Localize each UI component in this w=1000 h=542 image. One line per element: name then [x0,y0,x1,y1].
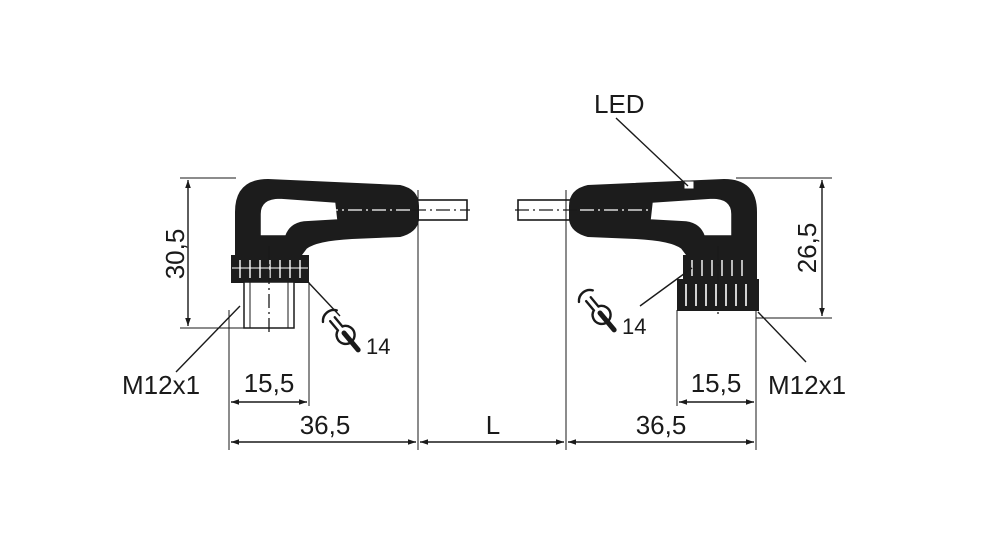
height-right-label: 26,5 [792,223,822,274]
cable-length-label: L [486,410,500,440]
right-sleeve-knurl [685,284,747,306]
led-label: LED [594,89,645,119]
right-connector [515,178,759,318]
dimension-lines [175,117,832,450]
nut-width-left-label: 15,5 [244,368,295,398]
height-left-label: 30,5 [160,229,190,280]
thread-right-label: M12x1 [768,370,846,400]
wrench-size-left: 14 [366,334,390,359]
left-nut-knurl [232,260,308,278]
length-right-label: 36,5 [636,410,687,440]
thread-left-label: M12x1 [122,370,200,400]
left-connector [231,178,470,336]
nut-width-right-label: 15,5 [691,368,742,398]
led-window [683,180,695,190]
right-nut-knurl [691,260,743,276]
wrench-size-right: 14 [622,314,646,339]
length-left-label: 36,5 [300,410,351,440]
wrench-icon [577,288,617,333]
wrench-icon [321,308,361,353]
